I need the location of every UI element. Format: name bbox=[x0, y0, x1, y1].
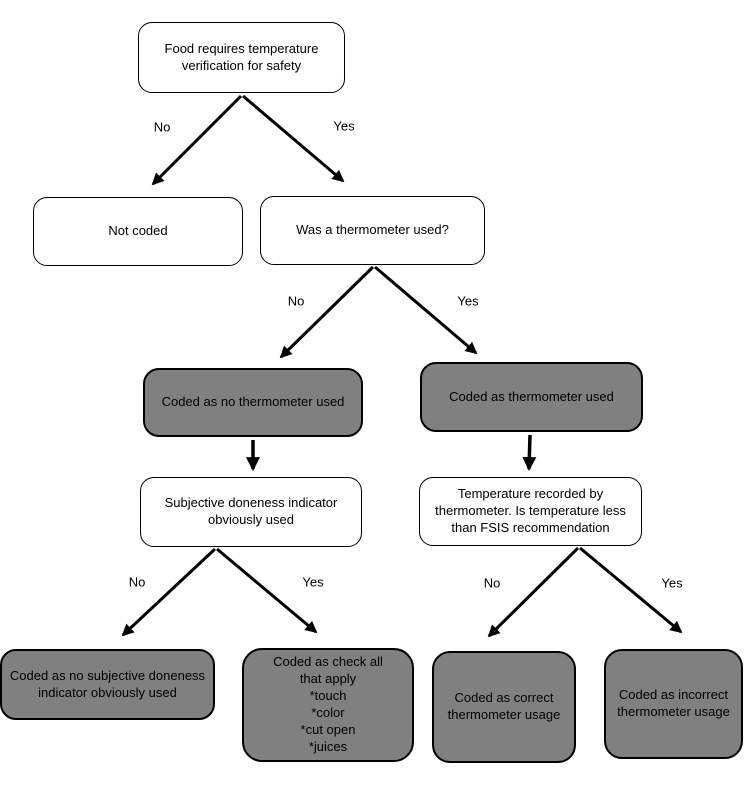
node-coded-incorrect-thermometer-usage-text: Coded as incorrect thermometer usage bbox=[617, 687, 730, 719]
edge-thermo-used-down-arrow bbox=[522, 434, 537, 472]
edge-label-thermometer-no: No bbox=[287, 293, 305, 309]
node-coded-no-thermometer: Coded as no thermometer used bbox=[143, 368, 363, 437]
node-subjective-doneness: Subjective doneness indicator obviously … bbox=[140, 477, 362, 547]
edge-subjective-no-arrow bbox=[121, 547, 217, 637]
edge-thermometer-yes-arrow bbox=[374, 265, 478, 355]
node-not-coded-text: Not coded bbox=[108, 223, 168, 239]
edge-label-subjective-no: No bbox=[128, 574, 146, 590]
node-coded-no-thermometer-text: Coded as no thermometer used bbox=[161, 394, 345, 410]
node-not-coded: Not coded bbox=[33, 197, 243, 266]
node-coded-check-all-that-apply: Coded as check all that apply *touch *co… bbox=[242, 648, 414, 762]
node-coded-incorrect-thermometer-usage: Coded as incorrect thermometer usage bbox=[604, 649, 743, 759]
node-coded-no-subjective-doneness-text: Coded as no subjective doneness indicato… bbox=[9, 667, 206, 700]
node-coded-no-subjective-doneness: Coded as no subjective doneness indicato… bbox=[0, 649, 215, 720]
edge-label-thermometer-yes: Yes bbox=[457, 293, 479, 309]
edge-root-yes-arrow bbox=[242, 94, 345, 183]
node-coded-thermometer-used: Coded as thermometer used bbox=[420, 362, 643, 432]
edge-label-temp-yes: Yes bbox=[661, 575, 683, 591]
node-was-thermometer-used-text: Was a thermometer used? bbox=[296, 222, 449, 238]
node-temperature-recorded-text: Temperature recorded by thermometer. Is … bbox=[435, 486, 626, 535]
edge-subjective-yes-arrow bbox=[216, 547, 318, 634]
node-was-thermometer-used: Was a thermometer used? bbox=[260, 196, 485, 265]
edge-label-root-yes: Yes bbox=[333, 118, 355, 134]
edge-label-root-no: No bbox=[153, 119, 171, 135]
node-subjective-doneness-text: Subjective doneness indicator obviously … bbox=[164, 495, 338, 527]
node-temperature-recorded: Temperature recorded by thermometer. Is … bbox=[419, 477, 642, 546]
node-food-requires-verification-text: Food requires temperature verification f… bbox=[164, 40, 319, 73]
node-coded-correct-thermometer-usage: Coded as correct thermometer usage bbox=[432, 651, 576, 763]
edge-label-temp-no: No bbox=[483, 575, 501, 591]
edge-temp-no-arrow bbox=[487, 546, 580, 638]
edge-label-subjective-yes: Yes bbox=[302, 574, 324, 590]
node-coded-thermometer-used-text: Coded as thermometer used bbox=[449, 388, 614, 404]
node-food-requires-verification: Food requires temperature verification f… bbox=[138, 22, 345, 93]
node-coded-correct-thermometer-usage-text: Coded as correct thermometer usage bbox=[447, 690, 561, 722]
edge-root-no-arrow bbox=[151, 94, 243, 186]
edge-thermometer-no-arrow bbox=[279, 265, 375, 359]
node-coded-check-all-that-apply-text: Coded as check all that apply *touch *co… bbox=[273, 654, 383, 754]
edge-temp-yes-arrow bbox=[579, 546, 683, 634]
